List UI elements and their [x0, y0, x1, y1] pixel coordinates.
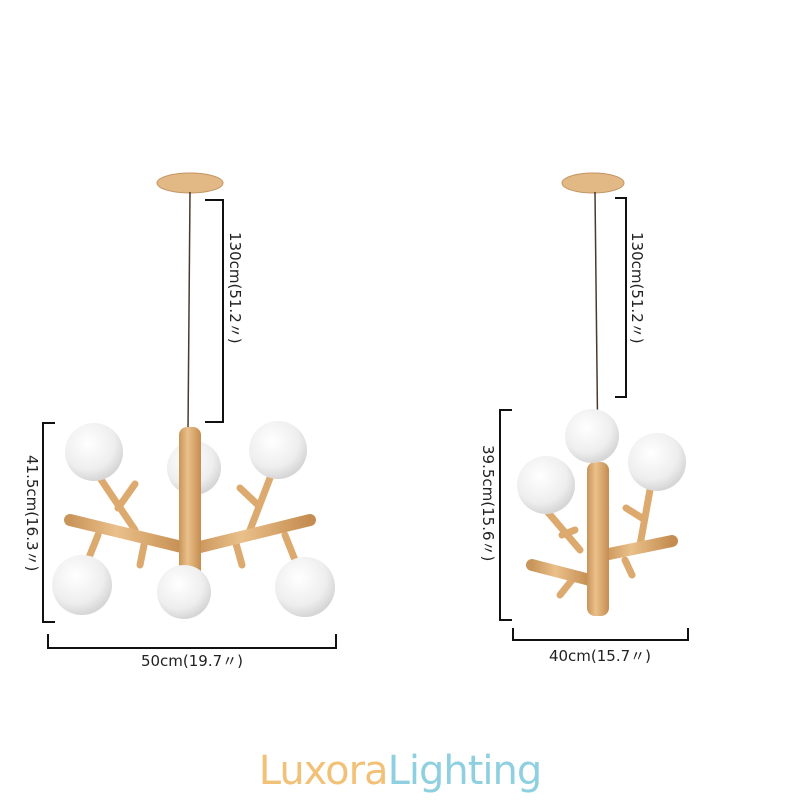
- left-height-label: 41.5cm(16.3〃): [23, 455, 41, 571]
- left-width-label: 50cm(19.7〃): [141, 652, 243, 670]
- right-cord-length-label: 130cm(51.2〃): [628, 232, 646, 344]
- left-chandelier: [52, 172, 335, 619]
- right-chandelier: [517, 172, 686, 616]
- right-width-label: 40cm(15.7〃): [549, 647, 651, 665]
- left-dimension-lines: [42, 199, 337, 649]
- brand-logo: LuxoraLighting: [0, 748, 800, 794]
- logo-part-luxora: Luxora: [258, 748, 389, 794]
- left-cord-length-label: 130cm(51.2〃): [226, 232, 244, 344]
- right-height-label: 39.5cm(15.6〃): [479, 445, 497, 561]
- logo-part-lighting: Lighting: [387, 748, 543, 794]
- right-dimension-lines: [499, 197, 689, 641]
